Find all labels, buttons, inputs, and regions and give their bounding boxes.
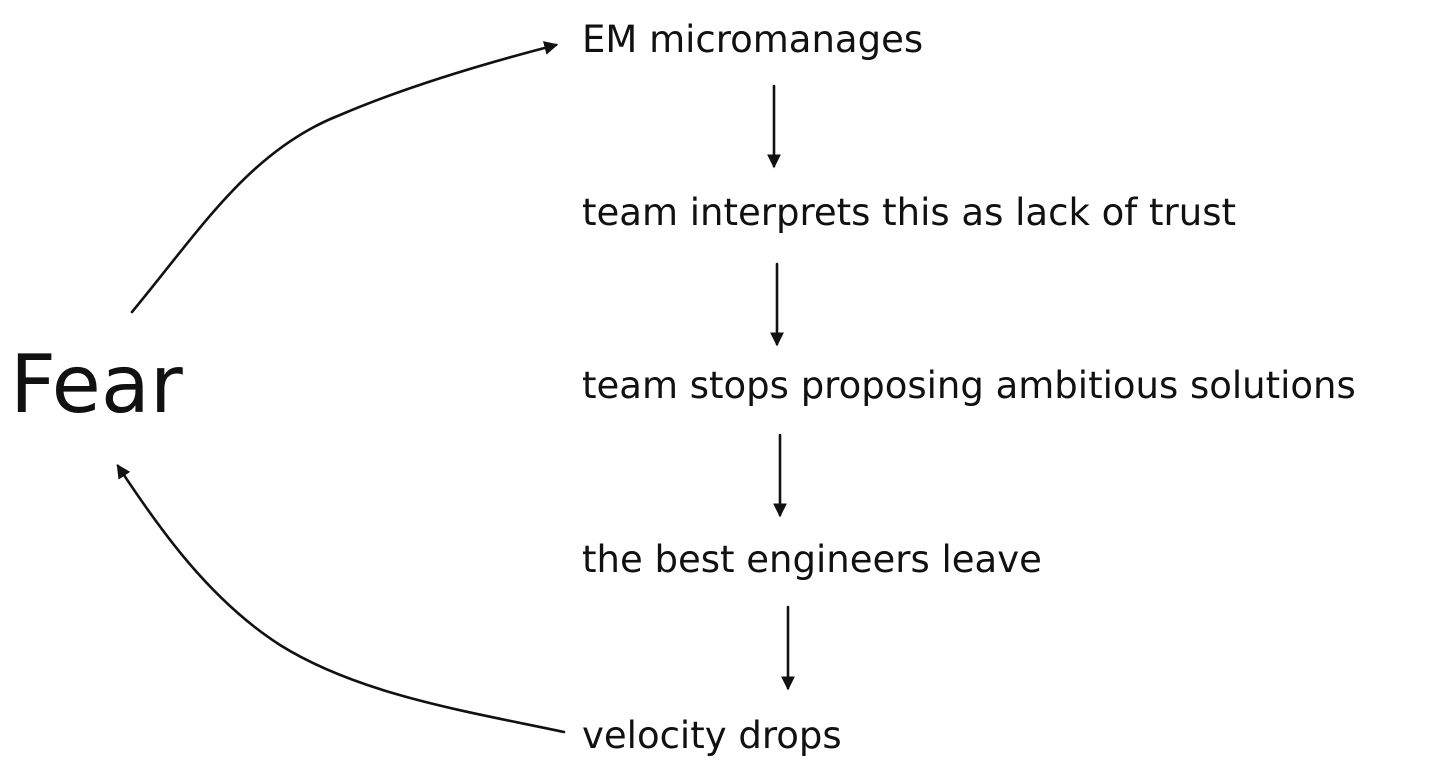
step-1-label: EM micromanages	[582, 18, 923, 61]
step-5-label: velocity drops	[582, 714, 842, 757]
step-4-label: the best engineers leave	[582, 538, 1042, 581]
curve-arrow-last-step-to-fear	[116, 464, 566, 734]
step-3-label: team stops proposing ambitious solutions	[582, 364, 1356, 407]
step-2-label: team interprets this as lack of trust	[582, 191, 1236, 234]
center-label: Fear	[10, 338, 183, 431]
curve-arrow-fear-to-first-step	[130, 41, 559, 314]
